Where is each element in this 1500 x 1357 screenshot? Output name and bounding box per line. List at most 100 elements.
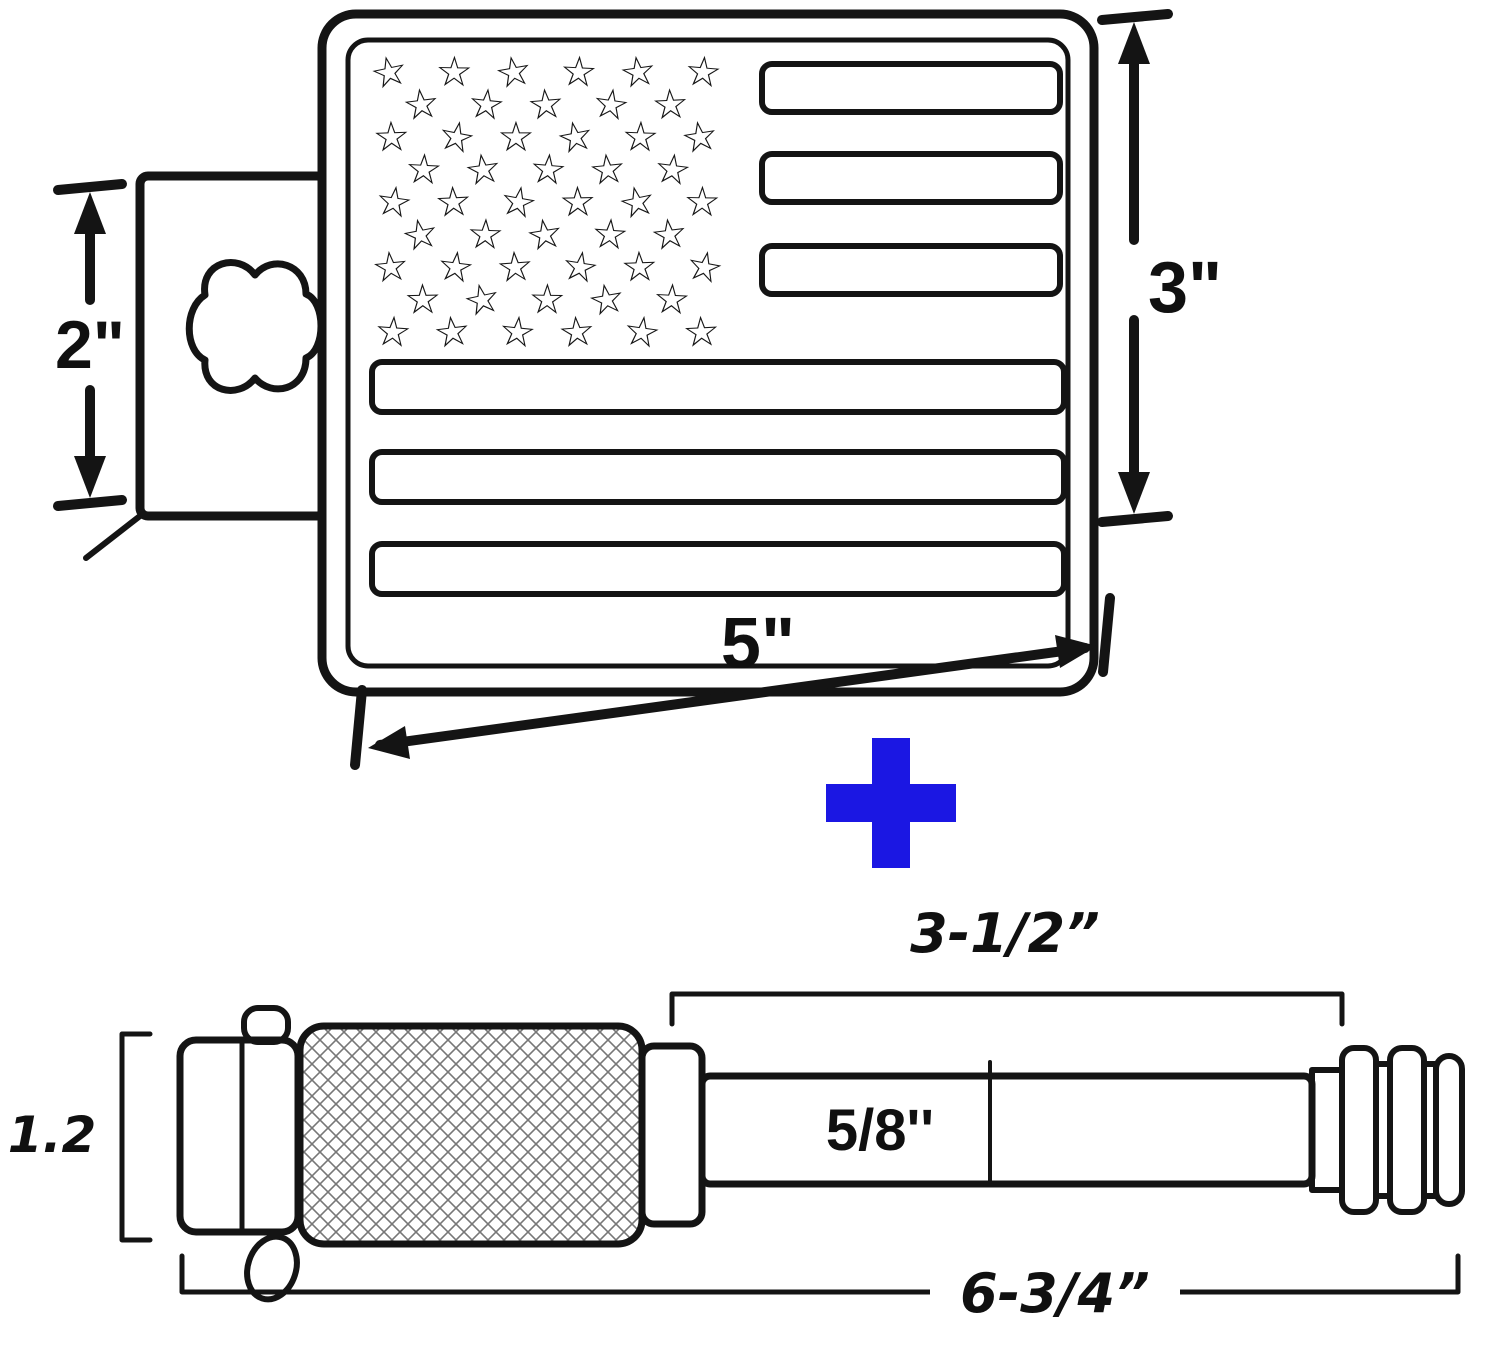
flag-star-icon: ☆ bbox=[372, 175, 416, 229]
pin-head bbox=[176, 1036, 302, 1236]
flag-star-icon: ☆ bbox=[461, 142, 505, 196]
flag-star-icon: ☆ bbox=[621, 111, 660, 161]
flag-star-icon: ☆ bbox=[496, 305, 539, 358]
flag-star-icon: ☆ bbox=[683, 177, 722, 227]
dim-cap bbox=[1097, 511, 1173, 527]
dim-cap bbox=[1098, 593, 1115, 677]
pin-grooved-end bbox=[1309, 1045, 1465, 1215]
pin-clip-loop bbox=[244, 1233, 300, 1303]
pin-total-length-label: 6-3/4” bbox=[960, 1262, 1150, 1325]
flag-star-icon: ☆ bbox=[525, 78, 567, 130]
flag-star-icon: ☆ bbox=[403, 274, 442, 324]
flag-star-icon: ☆ bbox=[620, 305, 664, 359]
dimension-plate-width: 5" bbox=[350, 593, 1115, 770]
flag-star-icon: ☆ bbox=[466, 209, 505, 259]
flag-plate-outer bbox=[317, 9, 1099, 697]
pin-shaft bbox=[698, 1072, 1316, 1188]
pin-clip-top bbox=[241, 1005, 291, 1045]
flag-star-icon: ☆ bbox=[434, 109, 480, 164]
flag-star-icon: ☆ bbox=[616, 45, 660, 99]
flag-star-icon: ☆ bbox=[558, 177, 597, 227]
pin-usable-length-label: 3-1/2” bbox=[910, 902, 1100, 965]
flag-stripe bbox=[759, 243, 1063, 297]
dimension-pin-usable-length: 3-1/2” bbox=[669, 902, 1345, 1027]
arrowhead-down-icon bbox=[74, 456, 106, 498]
flag-stripe bbox=[759, 61, 1063, 115]
flag-star-icon: ☆ bbox=[527, 143, 569, 195]
flag-plate-inner-border bbox=[345, 37, 1071, 669]
flag-star-icon: ☆ bbox=[433, 176, 473, 227]
flag-stripes bbox=[369, 61, 1067, 597]
flag-star-icon: ☆ bbox=[652, 274, 692, 325]
flag-star-icon: ☆ bbox=[496, 174, 542, 229]
flag-star-icon: ☆ bbox=[589, 77, 633, 131]
flag-plate: ☆☆☆☆☆☆☆☆☆☆☆☆☆☆☆☆☆☆☆☆☆☆☆☆☆☆☆☆☆☆☆☆☆☆☆☆☆☆☆☆… bbox=[317, 9, 1099, 697]
flag-star-icon: ☆ bbox=[434, 240, 477, 293]
flag-star-icon: ☆ bbox=[590, 208, 631, 260]
dimension-pin-head-height: 1.2 bbox=[8, 1031, 153, 1243]
flag-star-icon: ☆ bbox=[556, 306, 598, 358]
pin-collar bbox=[638, 1042, 706, 1228]
dim-arrow-line bbox=[375, 643, 1090, 750]
dim-cap bbox=[53, 495, 127, 511]
flag-star-icon: ☆ bbox=[651, 142, 694, 195]
dimension-pin-total-length: 6-3/4” bbox=[179, 1253, 1461, 1325]
flag-stripe bbox=[369, 449, 1067, 505]
dim-bracket bbox=[179, 1253, 1461, 1295]
flag-star-icon: ☆ bbox=[559, 46, 599, 97]
dim-cap bbox=[350, 685, 367, 770]
plus-icon bbox=[826, 738, 956, 868]
flag-star-icon: ☆ bbox=[491, 44, 537, 99]
plate-height-label: 3" bbox=[1148, 248, 1222, 328]
flag-star-icon: ☆ bbox=[584, 272, 630, 327]
arrowhead-up-icon bbox=[1118, 22, 1150, 64]
hitch-pin: 5/8'' bbox=[176, 1005, 1465, 1303]
pin-knurled-grip bbox=[296, 1022, 646, 1248]
arrowhead-right-icon bbox=[1055, 635, 1097, 668]
dim-cap bbox=[1097, 9, 1173, 25]
dim-cap bbox=[53, 179, 127, 195]
pin-rib bbox=[1339, 1045, 1379, 1215]
flag-star-icon: ☆ bbox=[431, 305, 474, 358]
flag-star-icon: ☆ bbox=[497, 112, 535, 161]
flag-star-icon: ☆ bbox=[435, 47, 474, 97]
flag-star-icon: ☆ bbox=[586, 143, 629, 196]
dim-bracket bbox=[119, 1031, 153, 1243]
flag-star-icon: ☆ bbox=[620, 241, 659, 291]
flag-star-icon: ☆ bbox=[552, 109, 598, 164]
flag-star-icon: ☆ bbox=[558, 240, 603, 294]
flag-star-icon: ☆ bbox=[373, 306, 414, 358]
flag-star-icon: ☆ bbox=[494, 241, 535, 293]
hitch-tube-body bbox=[135, 171, 330, 521]
flag-star-icon: ☆ bbox=[397, 207, 443, 262]
flag-stripe bbox=[369, 541, 1067, 597]
flag-star-icon: ☆ bbox=[681, 306, 721, 357]
flag-star-icon: ☆ bbox=[677, 110, 722, 164]
dimension-tube-height: 2" bbox=[53, 179, 127, 511]
dimension-plate-height: 3" bbox=[1097, 9, 1222, 527]
flag-star-icon: ☆ bbox=[400, 77, 443, 130]
arrowhead-up-icon bbox=[74, 192, 106, 234]
pin-head-height-label: 1.2 bbox=[8, 1106, 97, 1164]
pin-tip bbox=[1433, 1053, 1465, 1207]
hitch-tube-perspective-edge bbox=[83, 513, 143, 561]
label-backplate bbox=[930, 1268, 1180, 1324]
pin-neck bbox=[1309, 1067, 1345, 1193]
flag-star-icon: ☆ bbox=[522, 207, 567, 261]
flag-star-icon: ☆ bbox=[404, 144, 444, 195]
arrowhead-down-icon bbox=[1118, 472, 1150, 514]
shaft-diameter-label: 5/8'' bbox=[826, 1098, 934, 1163]
hitch-tube-pin-hole bbox=[185, 259, 325, 394]
flag-star-icon: ☆ bbox=[682, 239, 728, 294]
tube-height-label: 2" bbox=[55, 307, 125, 383]
dim-bracket bbox=[669, 991, 1345, 1027]
flag-star-icon: ☆ bbox=[650, 79, 690, 130]
flag-star-icon: ☆ bbox=[372, 111, 411, 161]
plate-width-label: 5" bbox=[721, 604, 795, 684]
flag-star-icon: ☆ bbox=[465, 78, 508, 131]
flag-star-icon: ☆ bbox=[369, 240, 412, 293]
flag-stripe bbox=[369, 359, 1067, 415]
arrowhead-left-icon bbox=[368, 726, 410, 759]
